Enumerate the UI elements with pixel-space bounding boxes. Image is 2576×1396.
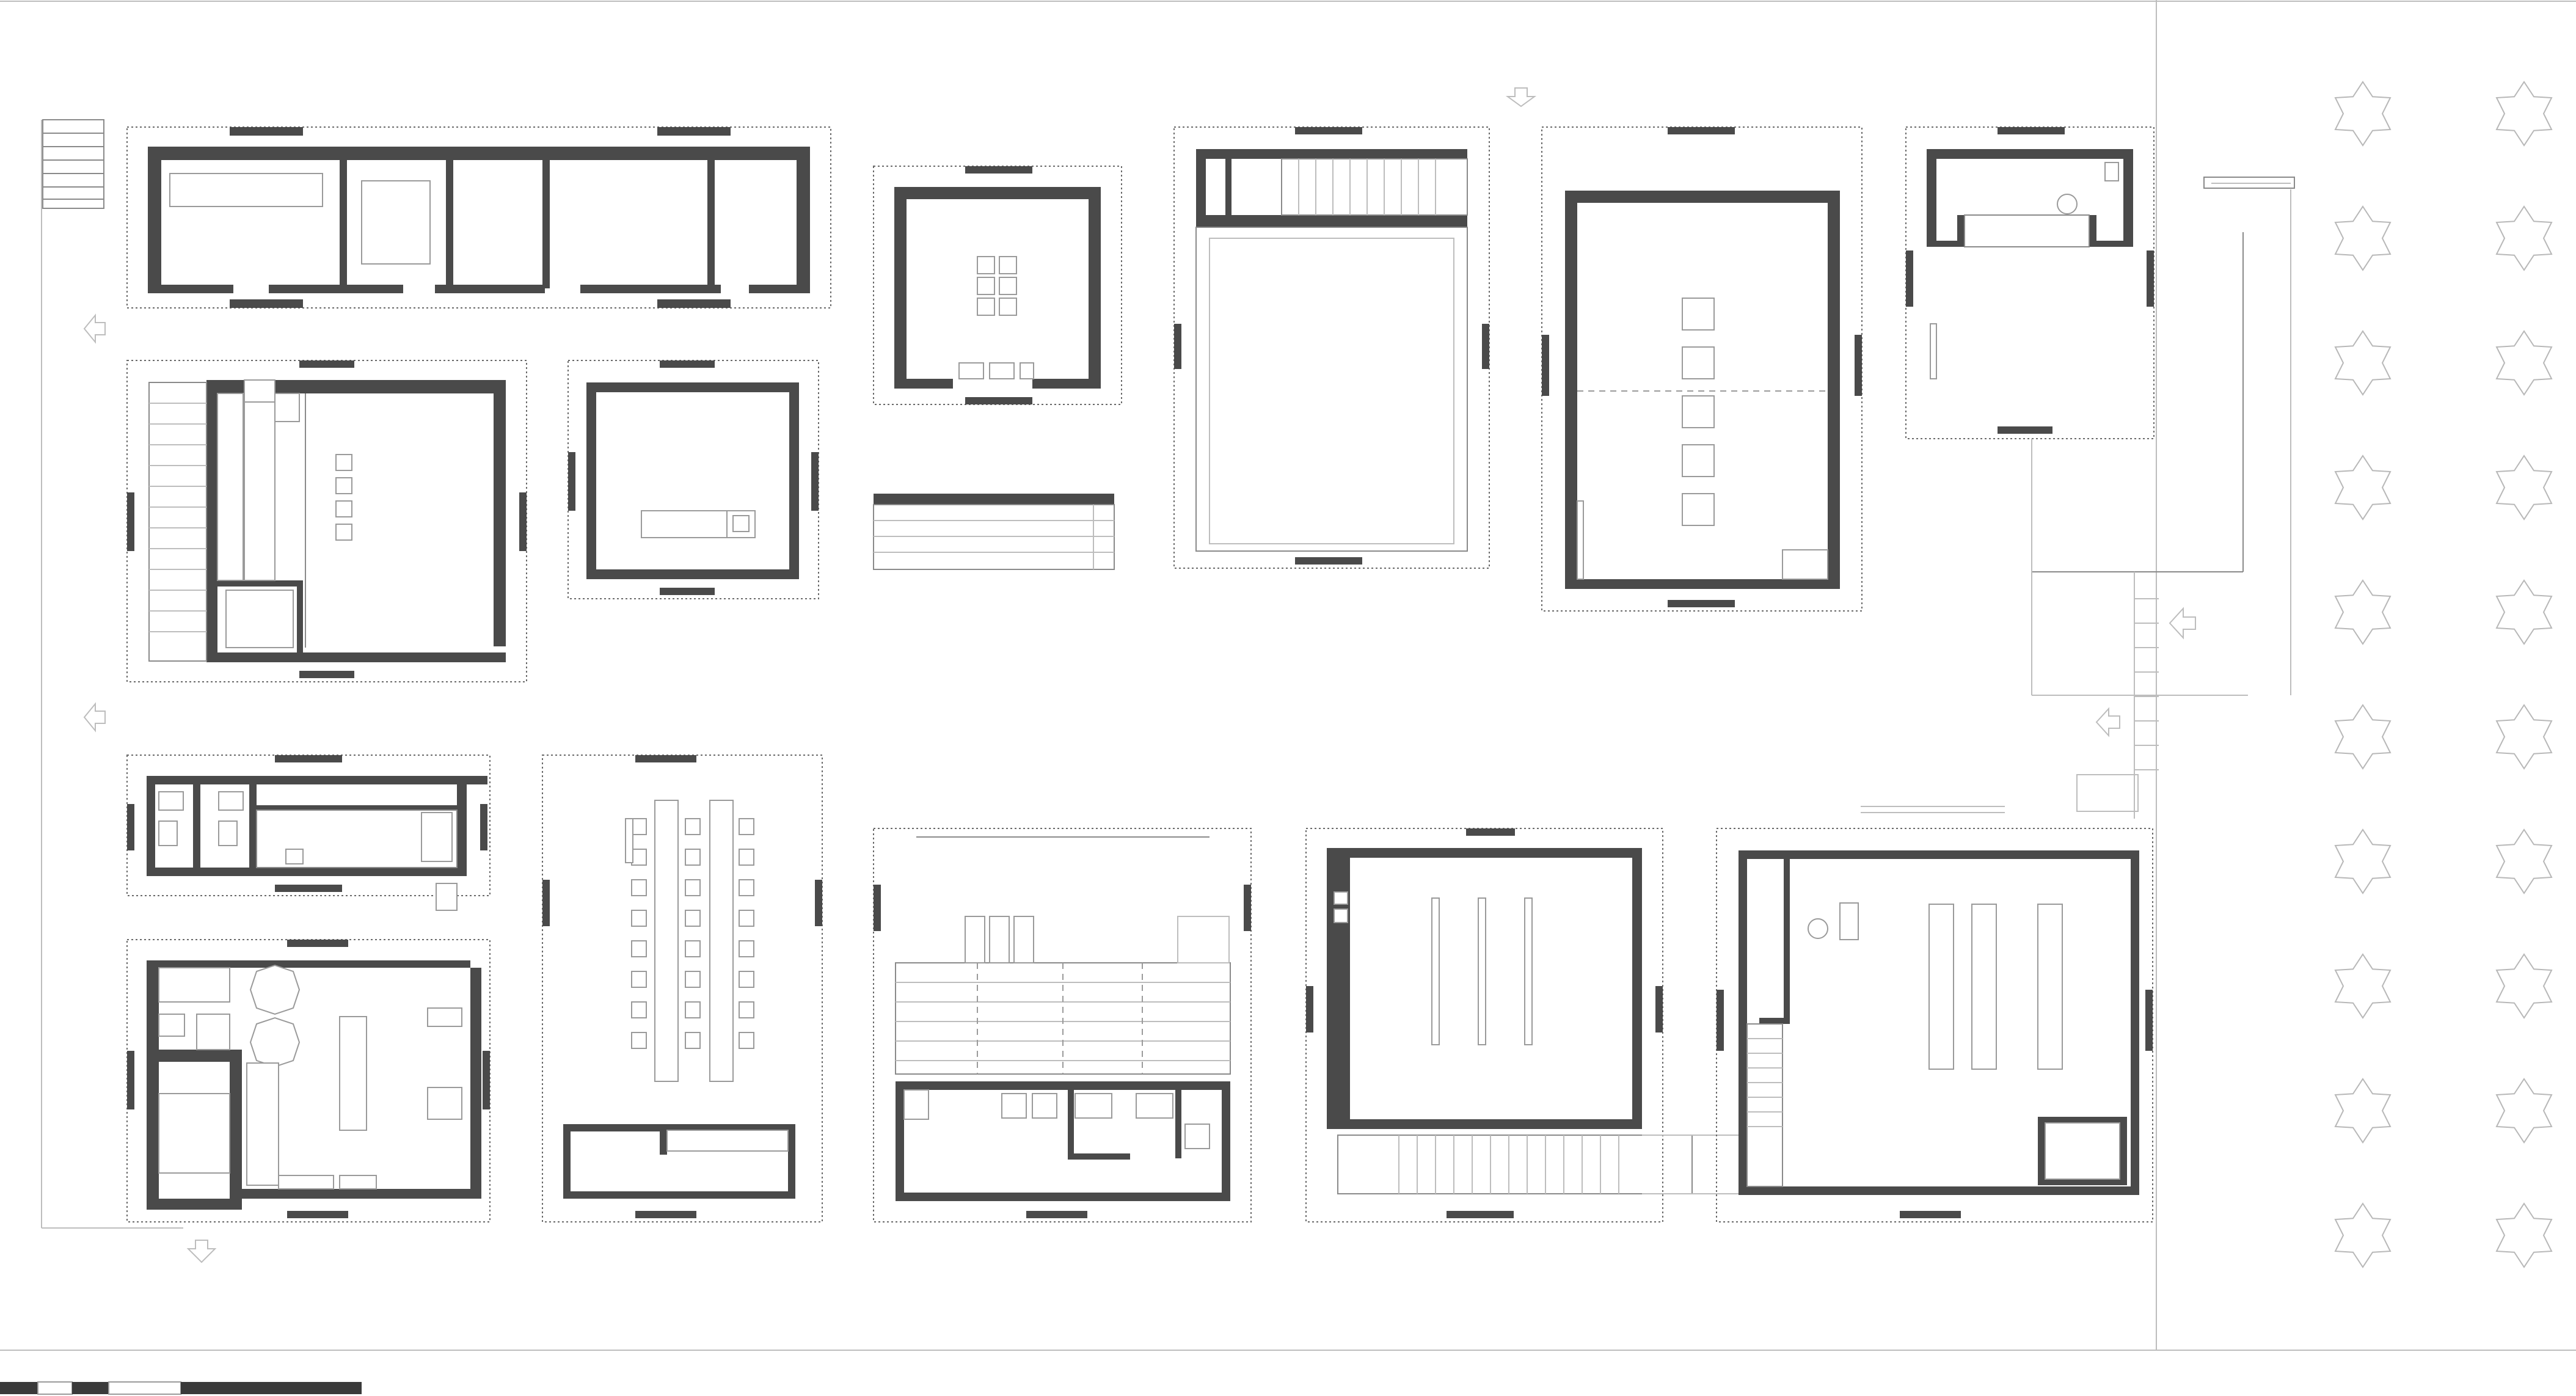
entrance-stair <box>42 119 104 209</box>
tree-icon <box>2334 1202 2392 1268</box>
plan-11-auditorium <box>873 828 1252 1222</box>
tree-icon <box>2334 828 2392 894</box>
tree-icon <box>2334 330 2392 396</box>
tree-icon <box>2334 205 2392 271</box>
plan-6-house <box>126 360 527 682</box>
tree-icon <box>2334 953 2392 1019</box>
tree-icon <box>2495 330 2553 396</box>
plan-13-studio <box>1716 774 2153 1222</box>
tree-icon <box>2334 455 2392 521</box>
plan-10-dining-hall <box>542 755 823 1222</box>
tree-icon <box>2495 205 2553 271</box>
tree-icon <box>2495 1202 2553 1268</box>
sheet-frame <box>0 0 2576 1351</box>
tree-icon <box>2495 455 2553 521</box>
section-strip <box>873 494 1115 570</box>
plan-5-small-unit <box>1905 126 2155 439</box>
tree-icon <box>2495 81 2553 147</box>
plan-9-cafe-kitchen <box>126 939 491 1222</box>
plan-4-big-room <box>1541 126 1863 612</box>
ramp-path <box>1861 177 2295 819</box>
plan-3-hall <box>1173 126 1490 569</box>
plan-2-gallery <box>873 166 1122 405</box>
tree-icon <box>2334 1078 2392 1144</box>
entry-arrows <box>83 87 2196 1263</box>
tree-icon <box>2334 579 2392 645</box>
tree-icon <box>2334 81 2392 147</box>
tree-row <box>2334 81 2553 1268</box>
plan-12-exhibition <box>1305 828 1741 1222</box>
tree-icon <box>2495 579 2553 645</box>
tree-icon <box>2334 704 2392 770</box>
tree-icon <box>2495 953 2553 1019</box>
tree-icon <box>2495 1078 2553 1144</box>
tree-icon <box>2495 704 2553 770</box>
plan-7-workshop <box>567 360 819 599</box>
plan-8-toilets <box>126 755 491 911</box>
plan-1-long-block <box>126 126 831 309</box>
tree-icon <box>2495 828 2553 894</box>
scale-bar <box>0 1381 362 1395</box>
